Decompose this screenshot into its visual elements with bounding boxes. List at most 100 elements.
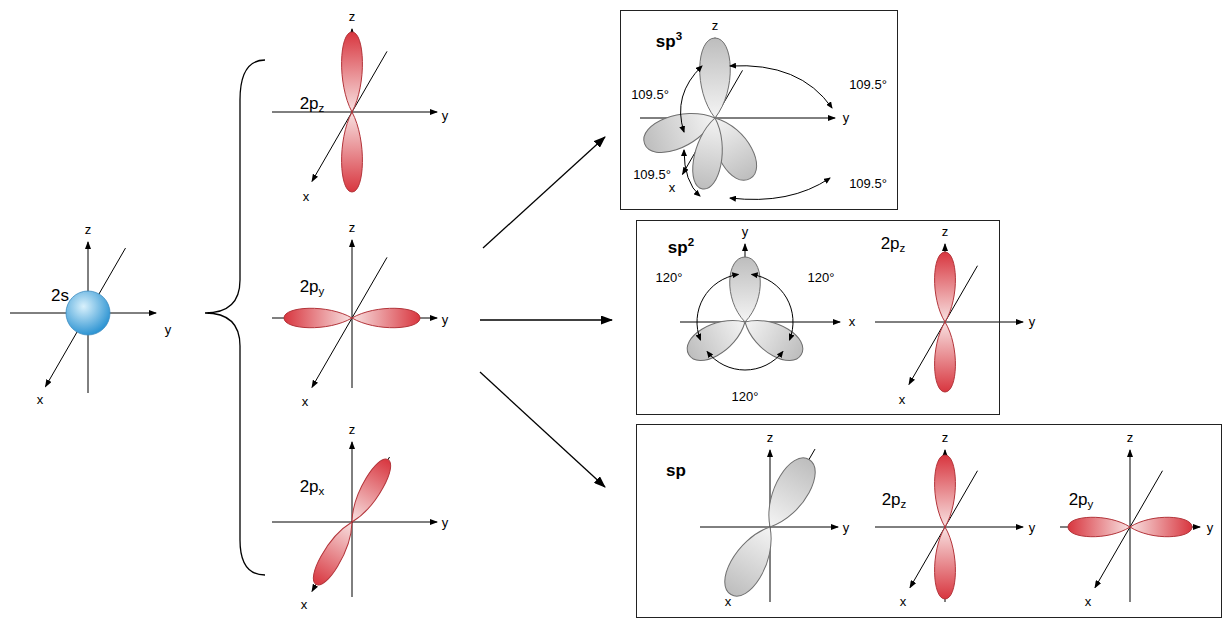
angle-label: 109.5° [849,177,887,191]
orbital-label: 2pz [300,95,325,115]
text-index: z [319,102,325,114]
text-index: z [901,498,907,510]
axis-line [272,522,437,523]
p-orbital-lobe [344,455,397,527]
hybrid-name: sp [666,462,686,481]
angle-label: 120° [656,271,683,285]
hybridization-arrow [480,372,605,487]
axis-line [352,240,353,388]
orbital-label: 2pz [881,235,906,255]
axis-label: z [85,223,92,237]
axis-label: y [1029,315,1036,329]
p-orbital-lobe [308,517,361,589]
orbital-label: 2px [300,478,325,498]
axis-label: y [843,111,850,125]
axis-label: z [349,10,356,24]
axis-label: y [742,225,749,239]
hybrid-panel: sp22pz [636,220,1000,415]
orbital-label: 2pz [882,491,907,511]
axis-label: x [301,598,308,612]
axis-label: z [942,431,949,445]
angle-label: 109.5° [849,78,887,92]
angle-arc [707,352,783,370]
axis-label: x [725,595,732,609]
p-orbital-lobe [284,308,352,327]
angle-arc [681,66,702,132]
axis-label: x [900,595,907,609]
angle-arc [697,274,738,340]
hybrid-orbital-lobe [737,309,809,368]
text-part: 2p [881,234,900,253]
hybrid-orbital-lobe [730,257,761,322]
p-orbital-lobe [935,527,956,599]
axis-label: x [303,190,310,204]
text-part: 2p [1069,490,1088,509]
hybrid-orbital-lobe [756,451,824,535]
hybrid-panel: sp2pz2py [636,424,1222,618]
text-part: 2p [300,94,319,113]
text-index: 2 [688,236,694,248]
p-orbital-lobe [935,455,956,527]
axis-label: x [669,181,676,195]
text-index: x [319,485,325,497]
angle-label: 120° [732,390,759,404]
hybrid-panel: sp3 [620,10,898,210]
hybrid-orbital-lobe [681,309,753,368]
hybrid-name: sp3 [656,30,682,51]
angle-label: 109.5° [631,88,669,102]
text-part: 2p [882,490,901,509]
axis-label: y [442,109,449,123]
text-part: sp [668,238,688,257]
axis-label: z [349,423,356,437]
orbital-label: 2py [300,278,325,298]
axis-label: y [1207,521,1214,535]
axis-line [46,248,126,387]
axis-line [875,322,1023,323]
text-part: 2p [300,477,319,496]
orbital-lobes [66,32,1192,603]
axis-label: y [843,521,850,535]
angle-arc [730,178,830,199]
axis-label: z [712,19,719,33]
axis-label: y [1029,521,1036,535]
axis-label: z [942,225,949,239]
axis-label: x [302,395,309,409]
axis-line [875,527,1023,528]
axis-label: x [849,315,856,329]
orbital-label: 2s [51,287,69,306]
text-part: 2p [300,277,319,296]
axis-label: x [899,393,906,407]
hybrid-orbital-lobe [700,38,731,118]
hybridization-arrow [480,319,612,320]
axis-label: x [37,393,44,407]
p-orbital-lobe [1130,517,1192,536]
axis-label: z [349,221,356,235]
angle-arc [730,66,832,108]
axis-label: z [767,431,774,445]
hybridization-arrow [483,137,605,248]
axis-label: x [1085,595,1092,609]
p-orbital-lobe [342,112,363,192]
hybrid-orbital-lobe [689,116,729,192]
hybrid-orbital-lobe [717,519,785,603]
p-orbital-lobe [935,322,956,392]
annotations [205,60,832,575]
axis-label: y [442,516,449,530]
angle-label: 120° [808,271,835,285]
text-index: y [319,285,325,297]
p-orbital-lobe [352,308,420,327]
text-index: y [1088,498,1094,510]
axes [10,29,1200,602]
curly-brace [205,60,265,575]
s-orbital-sphere [66,291,110,335]
text-part: sp [656,32,676,51]
axis-line [272,112,437,113]
orbital-label: 2py [1069,491,1094,511]
axis-label: y [442,313,449,327]
text-index: z [900,242,906,254]
p-orbital-lobe [1068,517,1130,536]
angle-arc [684,150,700,196]
